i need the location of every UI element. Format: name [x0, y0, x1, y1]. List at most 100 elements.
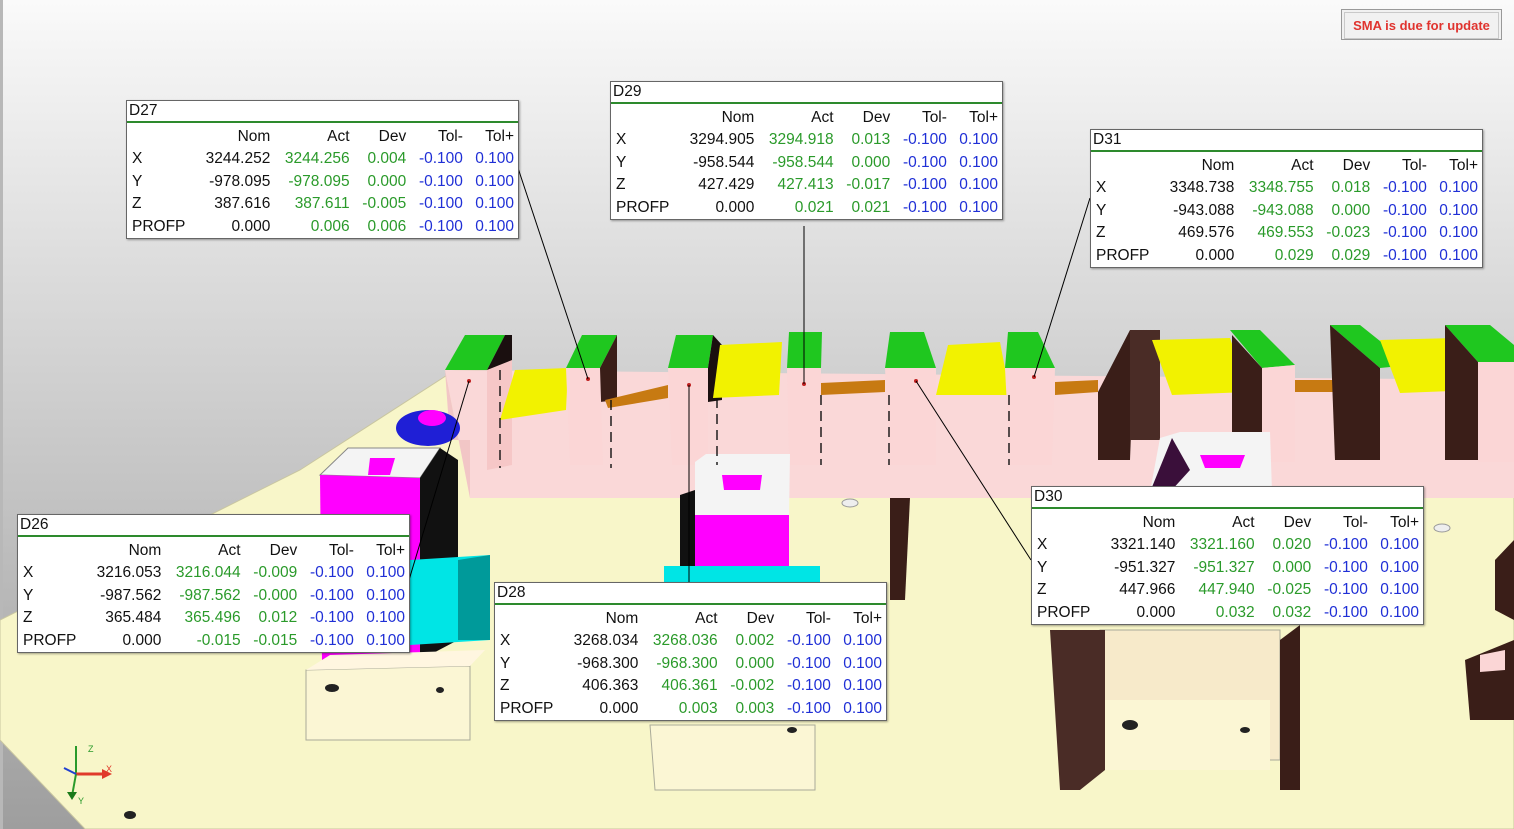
act-value: -958.544	[772, 153, 834, 171]
axis-name: Y	[23, 586, 34, 604]
dev-value: -0.015	[253, 632, 298, 650]
tolp-value: 0.100	[959, 176, 998, 194]
dev-value: 0.000	[1331, 201, 1371, 219]
tolm-value: -0.100	[902, 131, 947, 149]
col-dev: Dev	[746, 610, 775, 627]
label-header-row: Nom Act Dev Tol- Tol+	[127, 126, 518, 148]
col-tolm: Tol-	[437, 128, 463, 145]
tolp-value: 0.100	[959, 131, 998, 149]
tolm-value: -0.100	[786, 654, 831, 672]
axis-name: X	[1037, 536, 1048, 554]
tolp-value: 0.100	[843, 632, 882, 650]
axis-name: PROFP	[1096, 247, 1150, 265]
axis-name: Y	[132, 172, 143, 190]
axis-name: PROFP	[1037, 604, 1091, 622]
label-header-row: Nom Act Dev Tol- Tol+	[18, 540, 409, 562]
axis-name: PROFP	[132, 218, 186, 236]
act-value: -968.300	[656, 654, 718, 672]
tolp-value: 0.100	[1380, 536, 1419, 554]
tolp-value: 0.100	[1380, 604, 1419, 622]
tolp-value: 0.100	[366, 609, 405, 627]
tolp-value: 0.100	[366, 586, 405, 604]
col-tolp: Tol+	[376, 542, 405, 559]
tolp-value: 0.100	[843, 677, 882, 695]
tolp-value: 0.100	[1439, 179, 1478, 197]
act-value: 0.021	[794, 199, 834, 217]
dev-value: -0.009	[253, 564, 298, 582]
dev-value: 0.002	[735, 632, 775, 650]
tolp-value: 0.100	[843, 654, 882, 672]
nom-value: 0.000	[599, 700, 639, 718]
col-dev: Dev	[269, 542, 298, 559]
tolm-value: -0.100	[1323, 536, 1368, 554]
axis-name: Y	[1096, 201, 1107, 219]
axis-name: Z	[616, 176, 626, 194]
act-value: 3216.044	[175, 564, 241, 582]
axis-name: X	[500, 632, 511, 650]
nom-value: 365.484	[105, 609, 162, 627]
axis-triad: Z X Y	[63, 744, 112, 806]
nom-value: 3268.034	[573, 632, 639, 650]
tolm-value: -0.100	[1382, 224, 1427, 242]
label-header-row: Nom Act Dev Tol- Tol+	[495, 608, 886, 630]
nom-value: -943.088	[1173, 201, 1235, 219]
label-title: D30	[1032, 487, 1423, 509]
axis-name: Z	[1096, 224, 1106, 242]
act-value: 387.611	[294, 195, 350, 213]
tolm-value: -0.100	[309, 564, 354, 582]
dev-value: 0.000	[1272, 558, 1312, 576]
nom-value: 0.000	[1136, 604, 1176, 622]
tolm-value: -0.100	[786, 632, 831, 650]
label-title: D28	[495, 583, 886, 605]
act-value: 469.553	[1257, 224, 1314, 242]
col-tolm: Tol-	[1342, 514, 1368, 531]
axis-name: X	[616, 131, 627, 149]
act-value: 0.032	[1215, 604, 1255, 622]
tolm-value: -0.100	[309, 586, 354, 604]
act-value: -987.562	[179, 586, 241, 604]
dev-value: 0.032	[1272, 604, 1312, 622]
act-value: -943.088	[1252, 201, 1314, 219]
col-dev: Dev	[862, 109, 891, 126]
act-value: 447.940	[1198, 581, 1255, 599]
nom-value: -968.300	[577, 654, 639, 672]
act-value: 3244.256	[284, 150, 350, 168]
col-tolm: Tol-	[1401, 157, 1427, 174]
dev-value: 0.021	[851, 199, 891, 217]
tolm-value: -0.100	[1323, 558, 1368, 576]
col-act: Act	[811, 109, 834, 126]
col-nom: Nom	[128, 542, 162, 559]
axis-name: X	[132, 150, 143, 168]
label-header-row: Nom Act Dev Tol- Tol+	[1091, 155, 1482, 177]
axis-name: Z	[1037, 581, 1047, 599]
nom-value: 387.616	[214, 195, 271, 213]
act-value: -0.015	[196, 632, 241, 650]
sma-update-notice[interactable]: SMA is due for update	[1341, 9, 1502, 40]
axis-name: Z	[500, 677, 510, 695]
triad-z-label: Z	[88, 744, 94, 754]
act-value: -951.327	[1193, 558, 1255, 576]
col-nom: Nom	[721, 109, 755, 126]
nom-value: 0.000	[715, 199, 755, 217]
col-act: Act	[1291, 157, 1314, 174]
axis-name: PROFP	[616, 199, 670, 217]
